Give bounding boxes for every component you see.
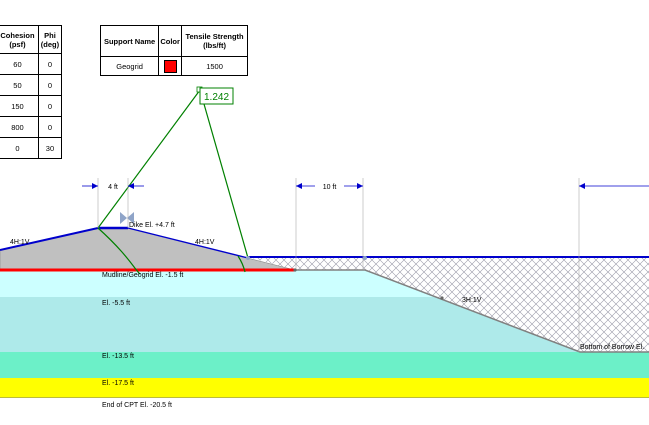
- support-strength-cell: 1500: [181, 56, 248, 76]
- slope-label-right: 4H:1V: [195, 239, 215, 246]
- elevation-dike: Dike El. +4.7 ft: [129, 222, 175, 229]
- dike-embankment: [0, 227, 296, 271]
- node-marker: [363, 256, 367, 260]
- elevation-end-cpt: End of CPT El. -20.5 ft: [102, 402, 172, 409]
- support-header-strength: Tensile Strength(lbs/ft): [181, 25, 248, 57]
- excavation-slope: [295, 269, 649, 353]
- soil-layer-3: [0, 352, 649, 378]
- elevation-17-5: El. -17.5 ft: [102, 380, 134, 387]
- node-marker: [440, 296, 444, 300]
- slope-label-borrow: 3H:1V: [462, 297, 482, 304]
- slope-label-left: 4H:1V: [10, 239, 30, 246]
- elevation-borrow: Bottom of Borrow El.: [580, 344, 644, 351]
- cohesion-cell: 150: [0, 95, 39, 117]
- dimension-10ft-label: 10 ft: [323, 184, 337, 191]
- table-row: 150 0: [0, 95, 63, 117]
- elevation-13-5: El. -13.5 ft: [102, 353, 134, 360]
- elevation-mudline: Mudline/Geogrid El. -1.5 ft: [102, 272, 183, 279]
- dimension-right: [578, 178, 649, 352]
- slip-radius-right: [199, 89, 249, 259]
- table-row: Geogrid 1500: [99, 56, 248, 76]
- node-marker: [293, 268, 297, 272]
- phi-cell: 0: [37, 116, 63, 138]
- support-color-cell: [158, 56, 183, 76]
- table-row: 800 0: [0, 116, 63, 138]
- cohesion-cell: 800: [0, 116, 39, 138]
- table-row: 0 30: [0, 137, 63, 159]
- cohesion-cell: 60: [0, 53, 39, 75]
- water-line-left: [0, 227, 99, 251]
- cohesion-cell: 50: [0, 74, 39, 96]
- support-header-name: Support Name: [99, 25, 160, 57]
- support-name-cell: Geogrid: [99, 56, 160, 76]
- slip-surface: [97, 227, 141, 275]
- material-properties-table: Cohesion(psf) Phi(deg) 60 0 50 0 150 0 8…: [0, 25, 63, 159]
- table-row: 60 0: [0, 53, 63, 75]
- slip-surface-exit: [237, 255, 246, 273]
- cohesion-cell: 0: [0, 137, 39, 159]
- phi-cell: 0: [37, 53, 63, 75]
- elevation-5-5: El. -5.5 ft: [102, 300, 130, 307]
- support-header-color: Color: [158, 25, 183, 57]
- dimension-4ft: [82, 178, 144, 228]
- support-properties-table: Support Name Color Tensile Strength(lbs/…: [99, 25, 248, 76]
- fos-label-box: [199, 87, 234, 105]
- phi-cell: 0: [37, 74, 63, 96]
- material-header-cohesion: Cohesion(psf): [0, 25, 39, 54]
- slip-radius-left: [97, 89, 201, 229]
- material-header-phi: Phi(deg): [37, 25, 63, 54]
- water-level-triangle-icon: [120, 212, 134, 224]
- phi-cell: 0: [37, 95, 63, 117]
- table-row: 50 0: [0, 74, 63, 96]
- dimension-4ft-label: 4 ft: [108, 184, 118, 191]
- water-hatch: [248, 257, 649, 352]
- dimension-10ft: [295, 178, 364, 270]
- geogrid-color-swatch: [163, 59, 177, 73]
- phi-cell: 30: [37, 137, 63, 159]
- fos-label: 1.242: [204, 92, 229, 103]
- node-marker: [246, 256, 250, 260]
- water-line-slope: [127, 227, 249, 259]
- soil-layer-4: [0, 378, 649, 398]
